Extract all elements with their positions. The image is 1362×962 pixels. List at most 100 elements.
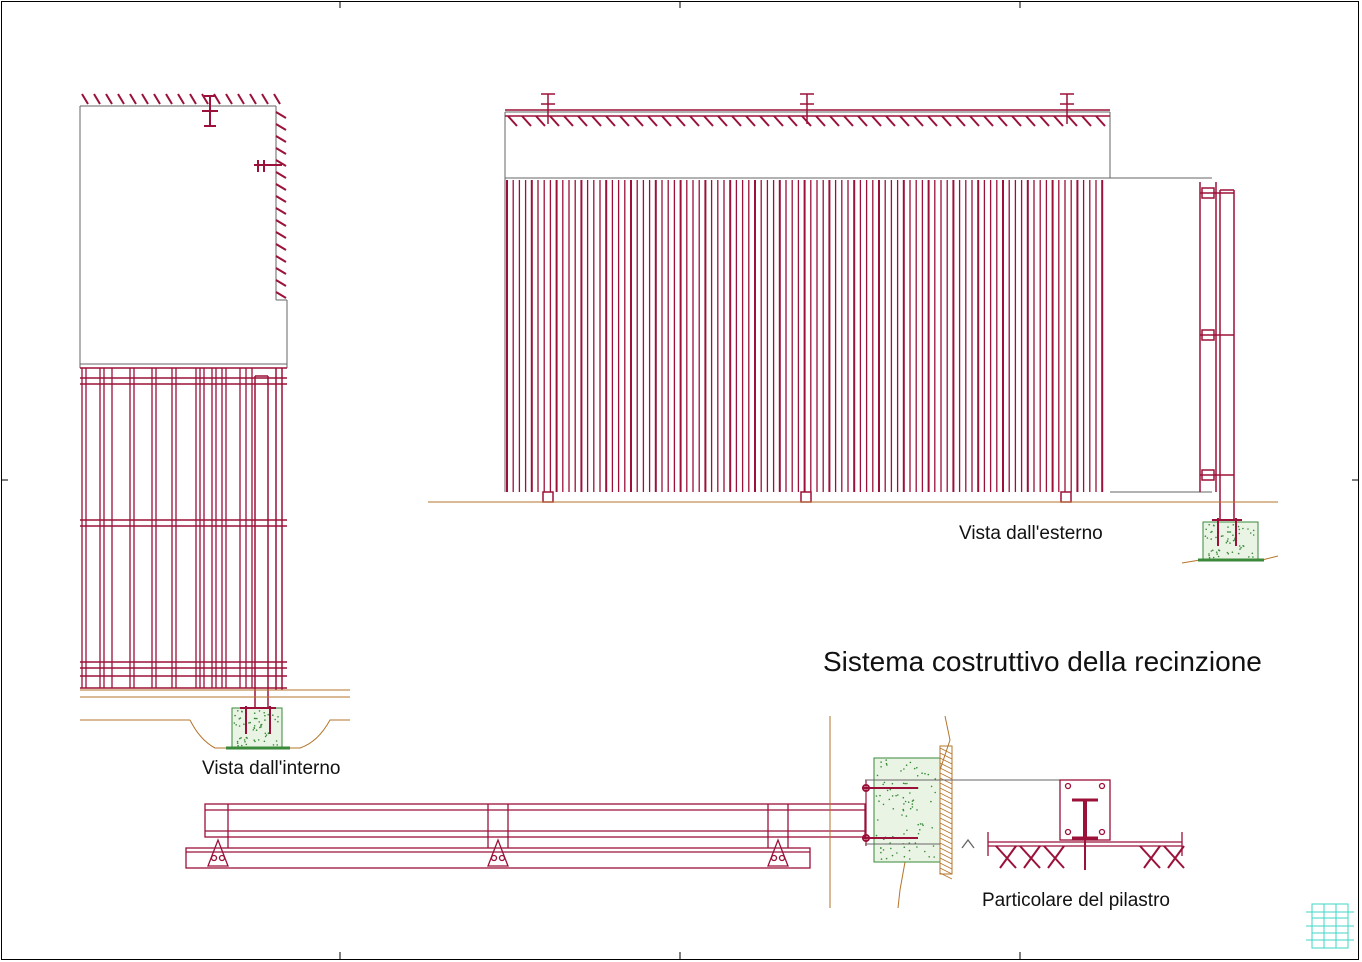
concrete-speckle [234, 714, 236, 717]
hatch-stroke [773, 115, 784, 127]
hatch-stroke [225, 93, 233, 105]
concrete-speckle [267, 713, 270, 716]
hatch-stroke [843, 115, 854, 127]
concrete-speckle [875, 834, 878, 837]
concrete-speckle [264, 735, 267, 738]
concrete-speckle [934, 778, 937, 780]
concrete-speckle [236, 742, 239, 745]
hatch-stroke [913, 115, 924, 127]
concrete-speckle [916, 809, 918, 811]
concrete-speckle [919, 823, 922, 825]
hatch-stroke [927, 115, 938, 127]
concrete-speckle [249, 721, 251, 724]
hatch-stroke [605, 115, 616, 127]
concrete-speckle [891, 782, 894, 785]
hatch-stroke [1047, 845, 1065, 869]
concrete-speckle [903, 855, 906, 858]
bracket-plate [487, 838, 509, 867]
concrete-speckle [233, 722, 236, 724]
concrete-speckle [263, 712, 266, 714]
bolt [770, 854, 778, 862]
hatch-stroke [675, 115, 686, 127]
base-plates-exterior [542, 491, 1072, 503]
concrete-speckle [1220, 535, 1223, 537]
concrete-speckle [263, 740, 266, 743]
concrete-speckle [904, 800, 907, 803]
bracket-plate [767, 838, 789, 867]
concrete-speckle [1208, 556, 1211, 559]
concrete-speckle [922, 824, 924, 827]
hatch-stroke [129, 93, 137, 105]
concrete-footing-exterior [1198, 518, 1264, 562]
concrete-speckle [924, 772, 926, 775]
concrete-speckle [253, 725, 256, 727]
concrete-speckle [1211, 530, 1213, 533]
hatch-stroke [939, 852, 953, 860]
concrete-speckle [902, 782, 905, 785]
hatch-stroke [939, 792, 953, 800]
concrete-speckle [879, 794, 881, 797]
hatch-stroke [829, 115, 840, 127]
hatch-stroke [939, 867, 953, 875]
hatch-stroke [1023, 845, 1041, 869]
hatch-stroke [177, 93, 185, 105]
hatch-stroke [1163, 845, 1185, 869]
hatch-stroke [815, 115, 826, 127]
concrete-speckle [1231, 551, 1234, 553]
concrete-speckle [1238, 545, 1241, 547]
concrete-speckle [264, 714, 266, 717]
concrete-speckle [239, 737, 241, 740]
concrete-speckle [909, 761, 912, 764]
concrete-speckle [253, 739, 255, 741]
hatch-stroke [1143, 845, 1161, 869]
concrete-speckle [917, 823, 919, 826]
concrete-speckle [917, 832, 920, 835]
concrete-speckle [252, 729, 255, 731]
hatch-stroke [1081, 115, 1092, 127]
hatch-stroke [275, 219, 287, 227]
hatch-stroke [1039, 115, 1050, 127]
hatch-stroke [521, 115, 532, 127]
hatch-stroke [939, 827, 953, 835]
concrete-speckle [237, 744, 239, 747]
fence-rails-interior [80, 367, 287, 689]
hatch-stroke [939, 842, 953, 850]
concrete-speckle [895, 794, 897, 797]
roof-beam-exterior [505, 93, 1110, 124]
concrete-speckle [1205, 528, 1207, 531]
concrete-speckle [255, 729, 258, 731]
hatch-stroke [997, 115, 1008, 127]
concrete-speckle [1212, 549, 1214, 552]
concrete-speckle [882, 849, 885, 851]
concrete-speckle [1227, 552, 1230, 555]
hatch-stroke [275, 183, 287, 191]
hatch-stroke [275, 243, 287, 251]
hatch-stroke [969, 115, 980, 127]
hatch-stroke [141, 93, 149, 105]
concrete-speckle [258, 721, 261, 723]
roof-beam-hatching-exterior [507, 115, 1106, 127]
hatch-stroke [689, 115, 700, 127]
hatch-stroke [619, 115, 630, 127]
concrete-speckle [891, 795, 894, 797]
concrete-speckle [243, 739, 246, 741]
concrete-speckle [1204, 535, 1207, 537]
concrete-speckle [906, 782, 908, 785]
concrete-speckle [253, 727, 255, 729]
hatch-stroke [939, 767, 953, 775]
concrete-speckle [265, 734, 268, 736]
hatch-stroke [275, 123, 287, 131]
concrete-speckle [903, 803, 905, 805]
concrete-speckle [880, 851, 882, 854]
concrete-speckle [1226, 551, 1229, 554]
hatch-stroke [939, 862, 953, 870]
building-outline-exterior [504, 111, 1212, 493]
concrete-speckle [259, 726, 261, 729]
concrete-speckle [1215, 536, 1217, 539]
concrete-speckle [880, 858, 883, 860]
concrete-speckle [245, 736, 248, 739]
concrete-speckle [927, 773, 930, 776]
hatch-stroke [1043, 845, 1065, 869]
